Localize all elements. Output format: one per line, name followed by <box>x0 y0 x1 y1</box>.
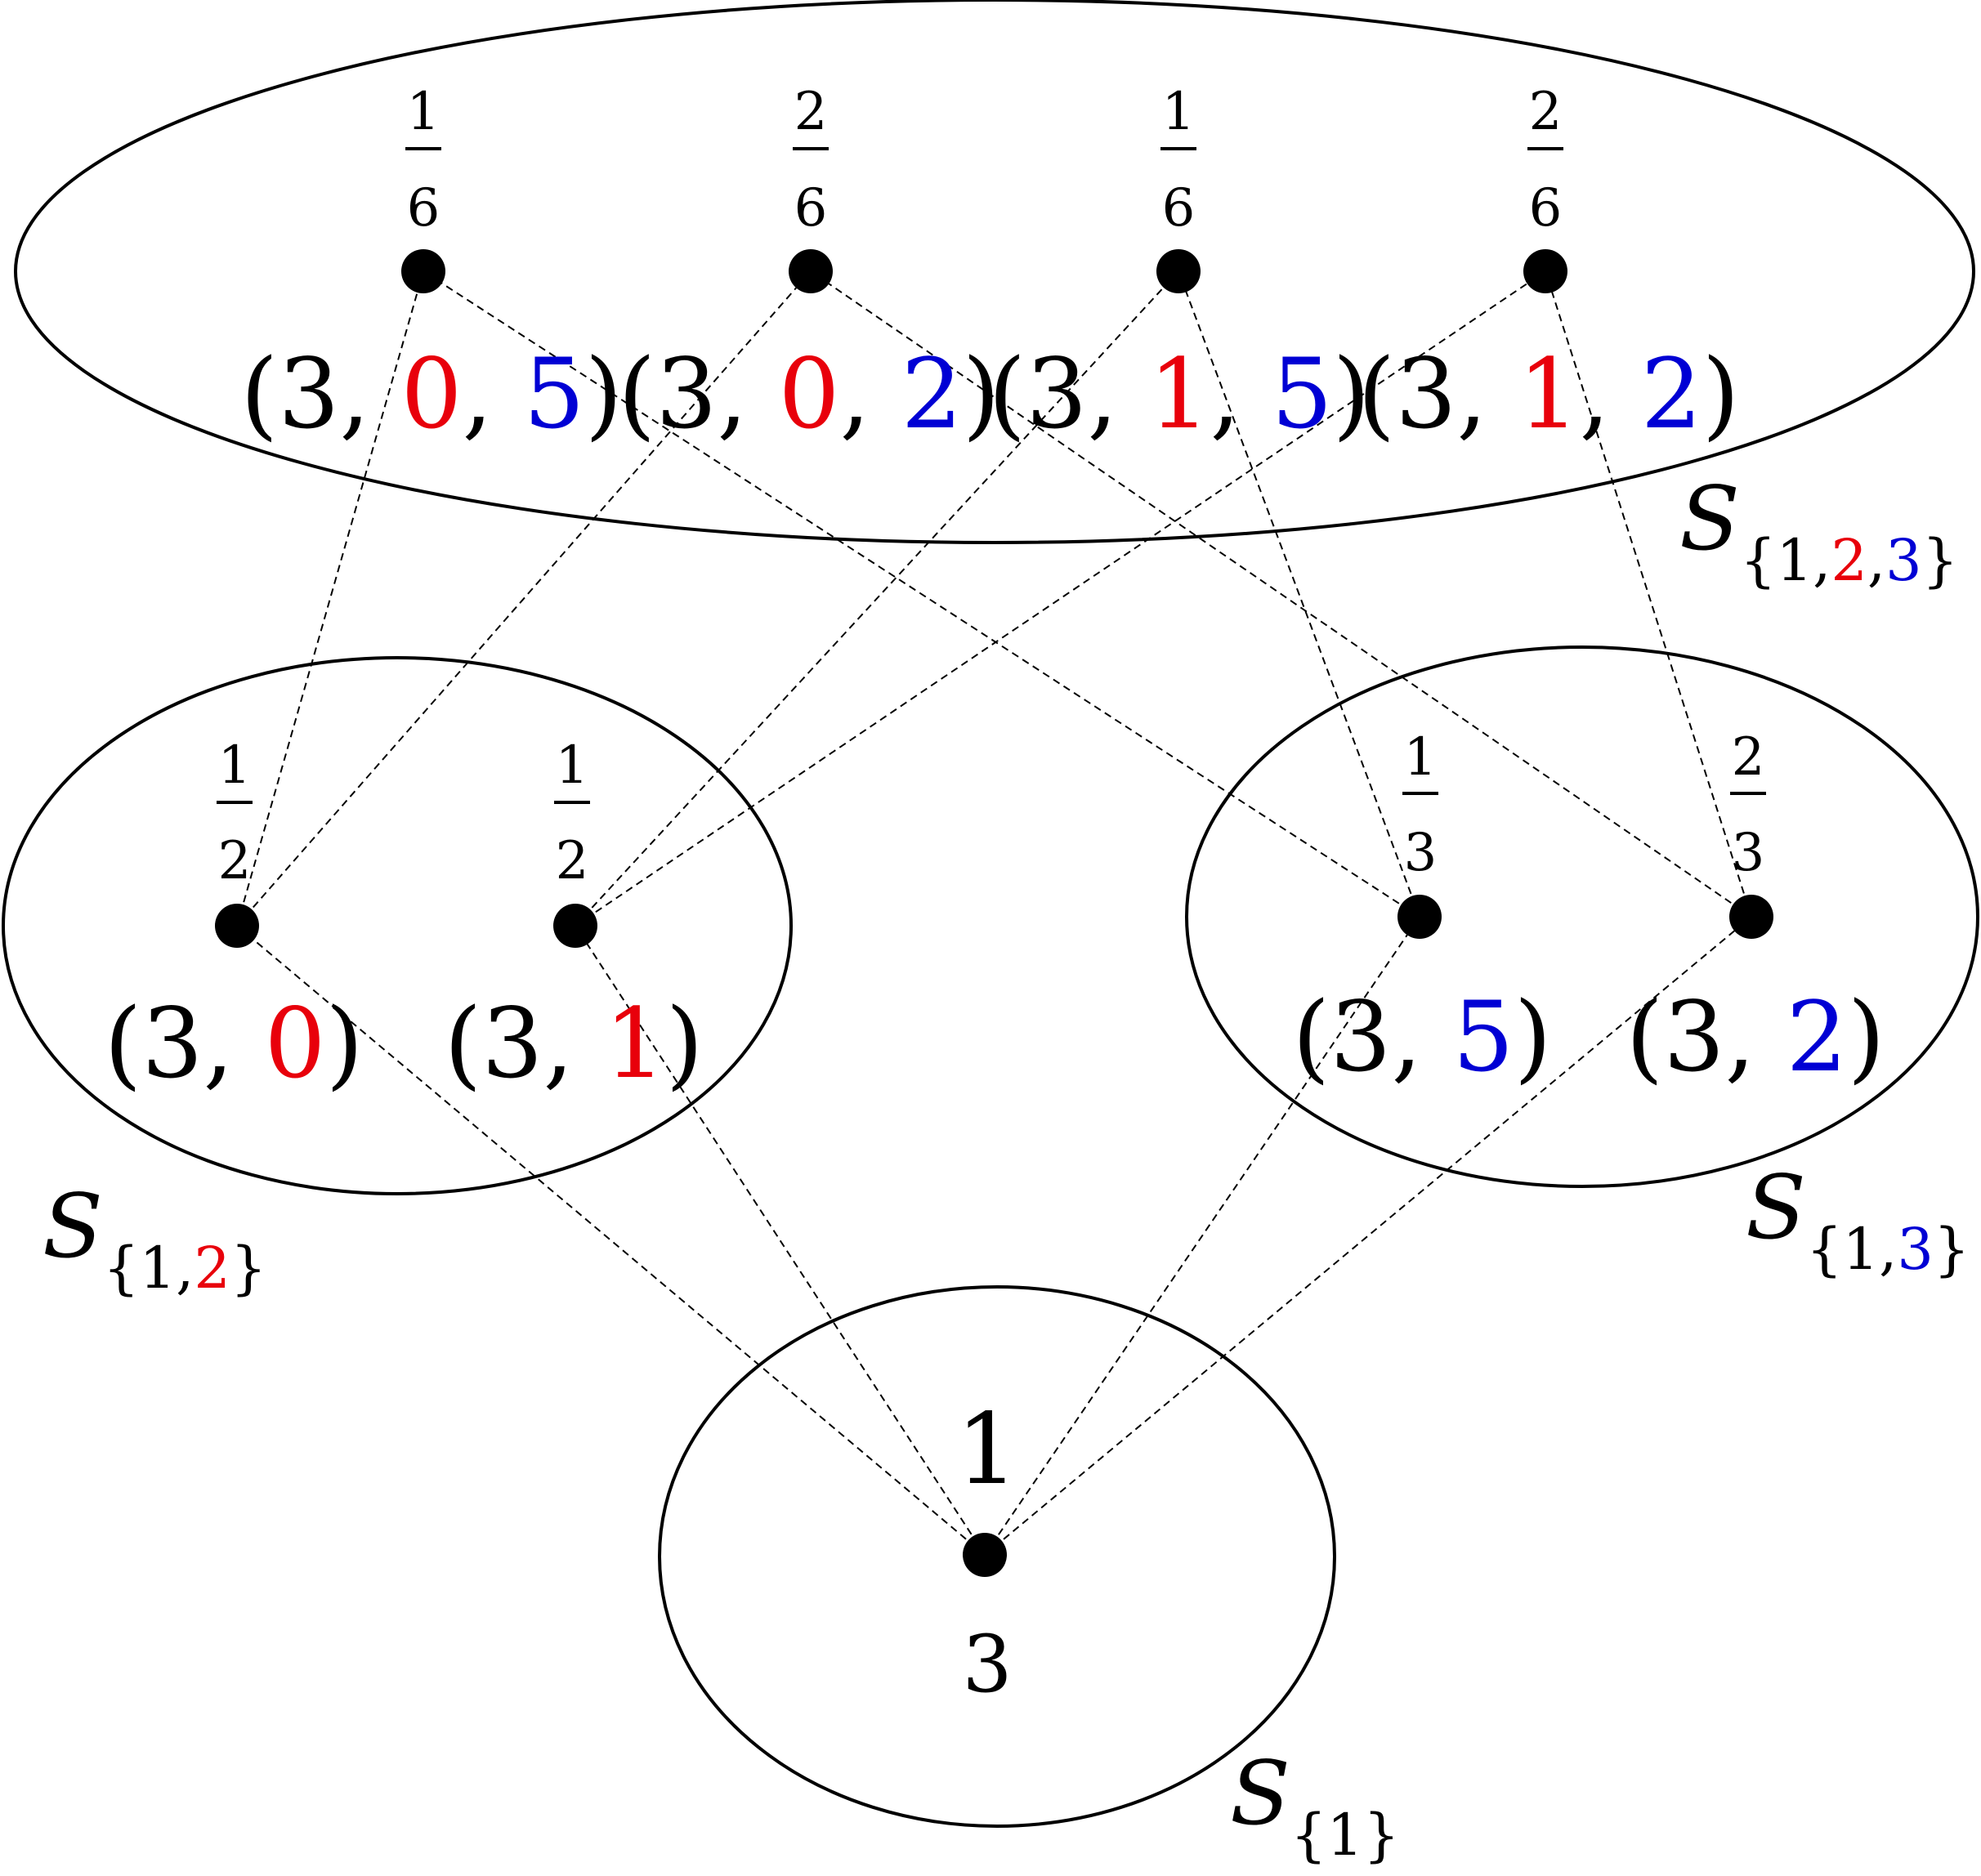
set-s1-region <box>658 1285 1336 1828</box>
node-prob-den: 3 <box>1404 823 1438 883</box>
node-tuple: (3, 5) <box>1292 980 1551 1093</box>
top-node-305: 1 6 (3, 0, 5) <box>240 82 622 450</box>
node-prob-den: 3 <box>1732 823 1765 883</box>
top-node-315: 1 6 (3, 1, 5) <box>988 82 1370 450</box>
node-prob-num: 1 <box>556 735 589 796</box>
node-dot <box>1156 249 1201 293</box>
edge-s1-to-35 <box>984 916 1420 1556</box>
left-node-30: 1 2 (3, 0) <box>104 735 363 1100</box>
node-prob-num: 1 <box>1162 82 1196 142</box>
set-s1-label: S{1} <box>1230 1743 1400 1869</box>
node-dot <box>215 904 259 948</box>
edge-30-to-305 <box>236 270 424 927</box>
node-prob-num: 1 <box>218 735 252 796</box>
set-s123-label: S{1,2,3} <box>1679 468 1958 594</box>
node-tuple: (3, 0, 2) <box>618 337 999 450</box>
node-prob-den: 6 <box>794 178 828 239</box>
node-dot <box>1523 249 1567 293</box>
edge-35-to-315 <box>1178 270 1420 918</box>
node-prob-num: 2 <box>794 82 828 142</box>
edges <box>236 270 1752 1556</box>
node-prob-den: 2 <box>556 831 589 891</box>
node-tuple: (3, 1) <box>444 987 703 1100</box>
node-prob-num: 1 <box>407 82 440 142</box>
node-tuple: (3, 1, 2) <box>1357 337 1739 450</box>
top-node-302: 2 6 (3, 0, 2) <box>618 82 999 450</box>
edge-s1-to-30 <box>236 925 986 1556</box>
node-value: 3 <box>962 1619 1012 1710</box>
node-dot <box>789 249 833 293</box>
node-prob-num: 2 <box>1529 82 1563 142</box>
node-prob-den: 6 <box>1162 178 1196 239</box>
right-node-32: 2 3 (3, 2) <box>1625 727 1885 1093</box>
set-s12-label: S{1,2} <box>42 1176 266 1302</box>
node-dot <box>1729 895 1773 939</box>
bottom-node-3: 1 3 <box>956 1393 1018 1710</box>
edge-31-to-315 <box>575 270 1179 927</box>
edge-30-to-302 <box>236 270 812 927</box>
node-dot <box>963 1533 1007 1577</box>
node-tuple: (3, 2) <box>1625 980 1885 1093</box>
set-s13-label: S{1,3} <box>1746 1157 1970 1283</box>
edge-s1-to-32 <box>984 916 1752 1556</box>
left-node-31: 1 2 (3, 1) <box>444 735 703 1100</box>
set-s13-region <box>1185 645 1979 1188</box>
node-prob-den: 2 <box>218 831 252 891</box>
node-dot <box>1397 895 1442 939</box>
edge-31-to-312 <box>575 270 1546 927</box>
node-prob-den: 6 <box>1529 178 1563 239</box>
top-node-312: 2 6 (3, 1, 2) <box>1357 82 1739 450</box>
node-dot <box>401 249 445 293</box>
right-node-35: 1 3 (3, 5) <box>1292 727 1551 1093</box>
node-dot <box>553 904 597 948</box>
edge-s1-to-31 <box>575 925 986 1556</box>
edge-32-to-312 <box>1545 270 1752 918</box>
node-tuple: (3, 1, 5) <box>988 337 1370 450</box>
edge-32-to-302 <box>810 270 1752 918</box>
set-s12-region <box>2 656 793 1195</box>
node-tuple: (3, 0, 5) <box>240 337 622 450</box>
node-prob: 1 <box>956 1393 1018 1507</box>
edge-35-to-305 <box>423 270 1420 918</box>
node-prob-num: 1 <box>1404 727 1438 788</box>
node-prob-den: 6 <box>407 178 440 239</box>
set-s123-region <box>14 0 1975 544</box>
node-prob-num: 2 <box>1732 727 1765 788</box>
node-tuple: (3, 0) <box>104 987 363 1100</box>
